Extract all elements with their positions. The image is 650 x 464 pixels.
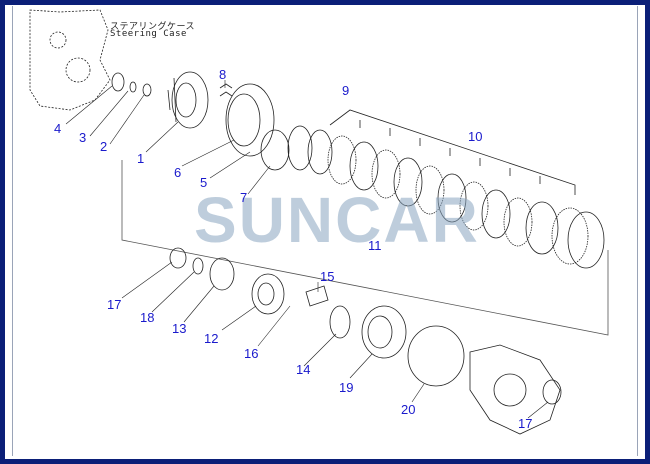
callout-11: 11 [368,238,382,253]
callout-20: 20 [401,402,416,417]
part-drum-5 [225,83,275,157]
callout-6: 6 [174,165,182,180]
callout-2: 2 [100,139,108,154]
disc [567,211,605,269]
leader-17b [527,401,549,419]
title-english: Steering Case [110,29,187,39]
callout-4: 4 [54,121,62,136]
part-ring-14 [329,305,351,339]
leader-19 [349,353,373,379]
assembly-bracket [121,160,609,336]
part-hub-1-spline [167,77,177,123]
leader-12 [221,305,257,331]
part-disc-19-bore [367,315,393,349]
callout-15: 15 [320,269,335,284]
part-ring-2 [142,83,152,97]
part-ring-4 [111,72,125,92]
plate [415,165,445,215]
plate [551,207,589,265]
part-plate-15 [305,285,329,307]
callout-1: 1 [137,151,145,166]
disc [349,141,379,191]
leader-4 [65,85,113,125]
callout-12: 12 [204,331,219,346]
leader-7 [247,165,271,195]
disc [525,201,559,255]
part-hub-12-bore [257,282,275,306]
plate [327,135,357,185]
callout-18: 18 [140,310,155,325]
callout-14: 14 [296,362,311,377]
housing-hole [49,31,67,49]
disc [393,157,423,207]
leader-17 [121,261,173,299]
part-ring-18 [192,257,204,275]
leader-2 [109,94,145,145]
callout-16: 16 [244,346,259,361]
part-pins-8 [219,83,233,97]
callout-10: 10 [468,129,483,144]
callout-7: 7 [240,190,248,205]
plate [371,149,401,199]
disc [287,125,313,171]
callout-19: 19 [339,380,354,395]
diagram-canvas [12,6,638,456]
part-disc-19 [361,305,407,359]
part-plate-20 [407,325,465,387]
part-hub-1-bore [175,82,197,118]
housing-bore [65,57,91,83]
leader-5 [209,151,251,179]
leader-18 [151,271,195,313]
plate [503,197,533,247]
disc [437,173,467,223]
leader-6 [181,139,235,167]
leader-20 [411,383,425,403]
title-japanese: ステアリングケース [110,22,196,32]
leader-16 [257,305,291,347]
leader-1 [145,121,179,153]
part-seal-7 [260,129,290,171]
plate [459,181,489,231]
callout-3: 3 [79,130,87,145]
disc [481,189,511,239]
callout-17-upper: 17 [107,297,122,312]
part-cover-bore [493,373,527,407]
housing-outline [29,9,111,111]
part-hub-1 [171,71,209,129]
part-bearing-17b [542,379,562,405]
part-cover-housing [469,344,561,435]
bracket-ticks [359,120,541,184]
leader-bracket-9-10 [329,109,576,195]
leader-13 [183,285,215,323]
callout-13: 13 [172,321,187,336]
part-bearing-17 [169,247,187,269]
leader-3 [89,90,129,137]
leader-14 [303,333,337,367]
part-hub-12 [251,273,285,315]
callout-5: 5 [200,175,208,190]
part-ring-3 [129,81,137,93]
watermark-logo: SUNCAR [194,184,480,256]
callout-9: 9 [342,83,350,98]
callout-8: 8 [219,67,227,82]
disc [307,129,333,175]
callout-17-lower: 17 [518,416,533,431]
part-seal-13 [209,257,235,291]
part-drum-6 [227,93,261,147]
